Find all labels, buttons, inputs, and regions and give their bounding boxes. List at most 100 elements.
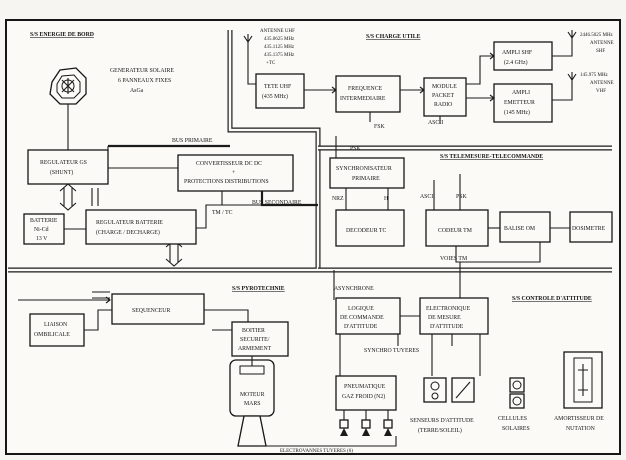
antenna-uhf-label-5: +TC [266,61,276,66]
decodeur-box [335,209,405,247]
sequenceur-label: SEQUENCEUR [132,308,170,314]
regulateur-batterie-label-2: (CHARGE / DECHARGE) [96,229,160,236]
logique-label-1: LOGIQUE [348,306,374,312]
voies-tm-label: VOIES TM [440,256,467,262]
pneumatique-label-1: PNEUMATIQUE [344,384,386,390]
electronique-label-2: DE MESURE [428,315,461,321]
psk-label-a: PSK [350,146,361,152]
antenna-shf-label-3: SHF [596,49,605,54]
antenna-uhf-label-1: ANTENNE UHF [260,29,295,34]
section-telemetry-title: S/S TELEMESURE-TELECOMMANDE [440,154,543,160]
cellules-label-1: CELLULES [498,416,527,422]
capteurs-label-2: (TERRE/SOLEIL) [418,427,462,434]
regulateur-gs-label-2: (SHUNT) [50,169,73,176]
antenna-uhf-icon [243,34,253,52]
tete-uhf-box [255,73,305,109]
section-power-title: S/S ENERGIE DE BORD [30,32,94,38]
antenna-uhf-label-3: 435.1125 MHz [264,45,295,50]
power-arrows [59,183,183,267]
ampli-vhf-label-3: (145 MHz) [504,109,530,116]
capteurs-icons [423,377,475,403]
amortisseur-label-1: AMORTISSEUR DE [554,416,604,422]
pyro-arrows [92,291,110,299]
module-packet-label-1: MODULE [432,84,457,90]
antenna-vhf-label-1: 145.975 MHz [580,73,609,78]
synchronisateur-label-2: PRIMAIRE [352,176,380,182]
frequence-box [335,75,401,113]
tete-uhf-label-1: TETE UHF [264,84,292,90]
codeur-box [425,209,489,247]
solar-generator: GENERATEUR SOLAIRE 6 PANNEAUX FIXES AsGa [49,67,174,105]
liaison-label-2: OMBILICALE [34,332,70,338]
electronique-label-1: ELECTRONIQUE [426,306,471,312]
ampli-shf-box [493,41,553,71]
section-pyro-title: S/S PYROTECHNIE [232,286,285,292]
regulateur-batterie-box [85,209,197,245]
bus-secondaire-label: BUS SECONDAIRE [252,200,302,206]
antenna-uhf-label-4: 435.1375 MHz [264,53,295,58]
pneumatique-box [335,375,397,411]
logique-label-2: DE COMMANDE [340,315,384,321]
ampli-vhf-label-1: AMPLI [512,90,530,96]
boitier-label-1: BOITIER [242,328,265,334]
tmtc-label: TM / TC [212,210,233,216]
convertisseur-box [177,154,294,192]
tete-uhf-label-2: (435 MHz) [262,93,288,100]
h-label: H [384,196,389,202]
module-packet-label-3: RADIO [434,102,452,108]
boitier-label-3: ARMEMENT [238,346,272,352]
batterie-box [23,213,65,245]
nrz-label: NRZ [332,196,344,202]
frequence-label-1: FREQUENCE [348,86,383,92]
convertisseur-label-3: PROTECTIONS DISTRIBUTIONS [184,179,269,185]
batterie-label-3: 13 V [36,236,48,242]
solar-label-1: GENERATEUR SOLAIRE [110,68,174,74]
solar-label-2: 6 PANNEAUX FIXES [118,78,171,84]
antenna-shf-label-1: 2446.5025 MHz [580,33,614,38]
electrovannes-label: ELECTROVANNES TUYERES (6) [280,449,353,454]
amortisseur-icon [563,351,603,409]
module-packet-box [423,77,467,117]
ampli-vhf-box [493,83,553,123]
regulateur-batterie-label-1: REGULATEUR BATTERIE [96,220,163,226]
convertisseur-label-2: + [232,170,235,176]
fsk-label-a: FSK [374,124,385,130]
dosimetre-label: DOSIMETRE [572,226,606,232]
regulateur-gs-label-1: REGULATEUR GS [40,160,87,166]
moteur-label-1: MOTEUR [240,392,265,398]
section-payload-title: S/S CHARGE UTILE [366,34,421,40]
dosimetre-box [569,211,613,243]
synchronisateur-label-1: SYNCHRONISATEUR [336,166,392,172]
antenna-vhf-label-3: VHF [596,89,606,94]
antenna-shf-icon [567,30,577,39]
ampli-vhf-label-2: EMETTEUR [504,100,535,106]
pneumatique-label-2: GAZ FROID (N2) [342,393,385,400]
ampli-shf-label-2: (2.4 GHz) [504,59,528,66]
synchro-label: SYNCHRO TUYERES [364,348,419,354]
solar-label-3: AsGa [130,88,144,94]
moteur-icon [212,329,275,447]
sequenceur-box [111,293,205,325]
antenna-vhf-icon [567,72,577,81]
batterie-label-2: Ni-Cd [34,227,49,233]
synchronisateur-box [329,157,405,189]
antenna-uhf-label-2: 435.0625 MHz [264,37,295,42]
electrovannes-icons [339,410,393,436]
psk-label-b: PSK [456,194,467,200]
cellules-icons [509,377,525,409]
boitier-box [231,321,289,357]
capteurs-label-1: SENSEURS D'ATTITUDE [410,418,474,424]
antenna-vhf-label-2: ANTENNE [590,81,614,86]
ascii-label-b: ASCII [420,194,435,200]
moteur-label-2: MARS [244,401,260,407]
amortisseur-label-2: NUTATION [566,426,596,432]
frequence-label-2: INTERMEDIAIRE [340,96,386,102]
balise-box [499,211,551,243]
codeur-label: CODEUR TM [438,228,472,234]
module-packet-label-2: PACKET [432,93,454,99]
boitier-label-2: SECURITE/ [240,337,270,343]
asynchrone-label: ASYNCHRONE [334,286,374,292]
logique-label-3: D'ATTITUDE [344,324,378,330]
ampli-shf-label-1: AMPLI SHF [502,50,533,56]
